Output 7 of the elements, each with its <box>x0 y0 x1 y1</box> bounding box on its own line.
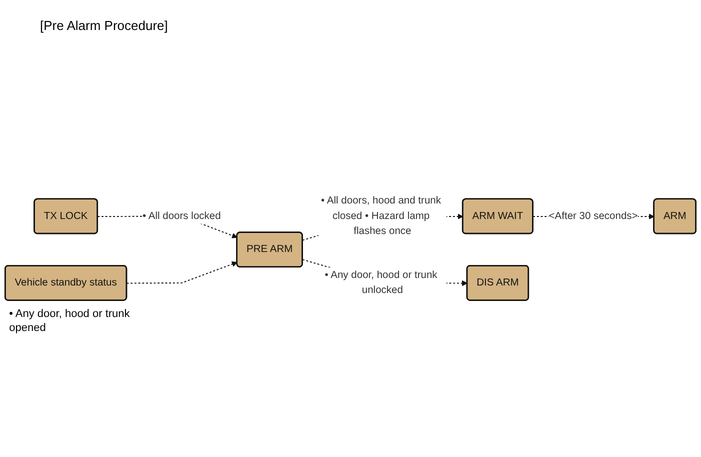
diagram-title: [Pre Alarm Procedure] <box>40 18 168 33</box>
arrow <box>126 262 238 284</box>
node-note: • Any door, hood or trunk opened <box>9 306 130 336</box>
edge-label: <After 30 seconds> <box>548 210 638 222</box>
edge-label: • All doors, hood and trunk closed • Hazard lamp flashes once <box>321 195 441 238</box>
edge-label: • All doors locked <box>142 210 221 222</box>
edge-label: • Any door, hood or trunk unlocked <box>324 270 438 296</box>
